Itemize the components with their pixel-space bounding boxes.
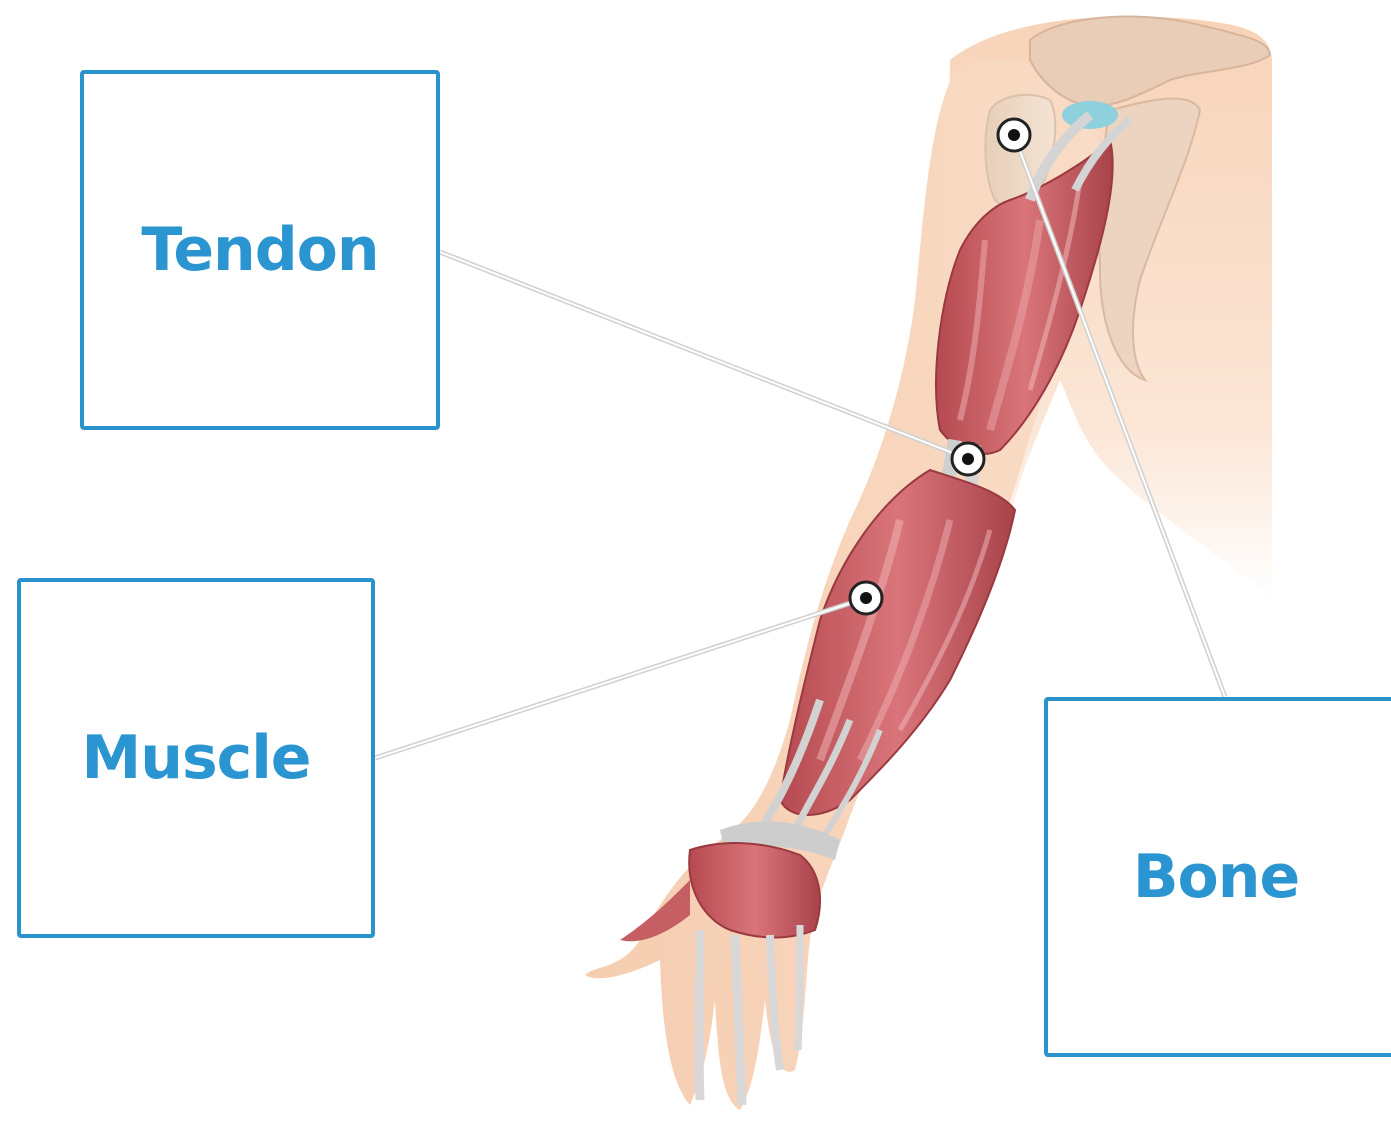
tendon-hotspot-marker[interactable] — [952, 443, 984, 475]
muscle-label-box[interactable]: Muscle — [17, 578, 375, 938]
muscle-hotspot-marker[interactable] — [850, 582, 882, 614]
tendon-label: Tendon — [141, 215, 378, 285]
finger-tendon-1 — [699, 930, 700, 1100]
tendon-label-box[interactable]: Tendon — [80, 70, 440, 430]
muscle-label: Muscle — [82, 723, 311, 793]
bone-hotspot-marker[interactable] — [998, 119, 1030, 151]
finger-tendon-4 — [798, 925, 800, 1050]
bone-label: Bone — [1133, 842, 1299, 912]
bone-label-box[interactable]: Bone — [1044, 697, 1391, 1057]
